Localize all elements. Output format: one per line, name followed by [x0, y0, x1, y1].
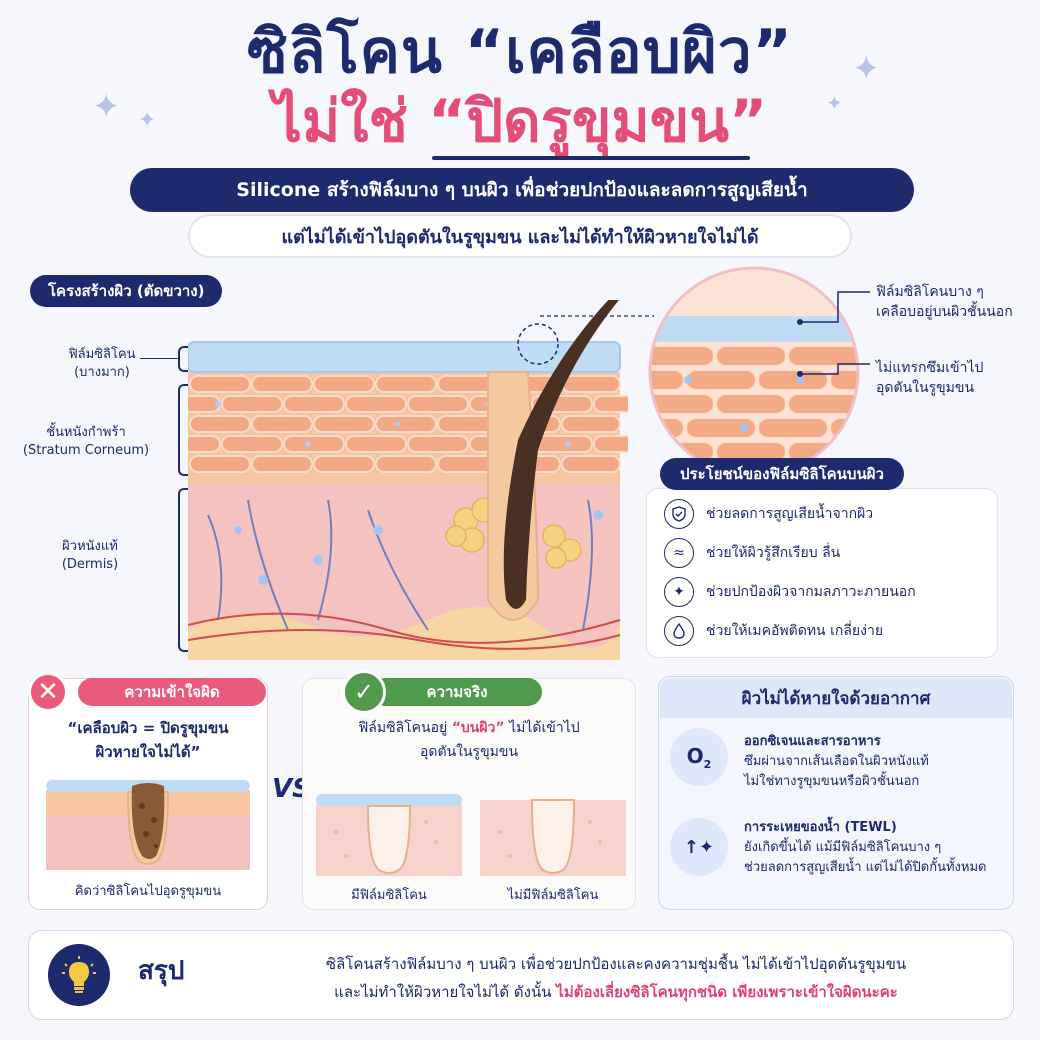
shield-icon — [664, 499, 694, 529]
zoom-circle-illustration — [648, 266, 860, 478]
benefit-item: ≈ ช่วยให้ผิวรู้สึกเรียบ ลื่น — [664, 537, 840, 569]
myth-caption: คิดว่าซิลิโคนไปอุดรูขุมขน — [74, 884, 222, 899]
breathing-item-tewl: การระเหยของน้ำ (TEWL) ยังเกิดขึ้นได้ แม้… — [744, 820, 987, 875]
summary-panel — [28, 930, 1014, 1020]
benefits-heading: ประโยชน์ของฟิล์มซิลิโคนบนผิว — [660, 458, 904, 490]
page-title: ซิลิโคน “เคลือบผิว” — [246, 17, 793, 87]
layer-label-epidermis: ชั้นหนังกำพร้า (Stratum Corneum) — [22, 425, 150, 458]
lightbulb-icon — [48, 944, 110, 1006]
layer-label-film: ฟิล์มซิลิโคน (บางมาก) — [68, 347, 136, 380]
brace-film — [178, 346, 188, 372]
sparkle-icon: ✦ — [826, 91, 843, 115]
sparkle-icon: ✦ — [92, 87, 121, 127]
zoom-connector — [540, 315, 654, 317]
page-title-line2: ไม่ใช่ “ปิดรูขุมขน” — [272, 87, 768, 155]
myth-badge: ความเข้าใจผิด — [78, 678, 266, 706]
sparkle-icon: ✦ — [138, 108, 157, 133]
callout-film: ฟิล์มซิลิโคนบาง ๆ เคลือบอยู่บนผิวชั้นนอก — [876, 284, 1013, 320]
layer-label-dermis: ผิวหนังแท้ (Dermis) — [61, 539, 119, 572]
brace-dermis — [178, 488, 188, 652]
brace-epidermis — [178, 384, 188, 476]
callout-leaders — [800, 291, 870, 375]
caption-without-film: ไม่มีฟิล์มซิลิโคน — [507, 888, 599, 903]
sparkle-icon: ✦ — [852, 49, 881, 89]
breathing-heading: ผิวไม่ได้หายใจด้วยอากาศ — [660, 678, 1012, 718]
sparkle-icon: ✦ — [664, 577, 694, 607]
close-icon: ✕ — [28, 672, 68, 712]
benefit-item: ช่วยลดการสูญเสียน้ำจากผิว — [664, 498, 873, 530]
benefits-panel — [646, 488, 998, 658]
title-underline — [432, 156, 750, 160]
skin-cross-section-illustration — [188, 300, 628, 660]
myth-quote: “เคลือบผิว = ปิดรูขุมขน ผิวหายใจไม่ได้” — [67, 719, 229, 761]
benefit-item: ✦ ช่วยปกป้องผิวจากมลภาวะภายนอก — [664, 576, 916, 608]
fact-badge: ความจริง — [372, 678, 542, 706]
breathing-item-oxygen: ออกซิเจนและสารอาหาร ซึมผ่านจากเส้นเลือดใ… — [744, 734, 929, 789]
evaporation-icon: ↑✦ — [670, 818, 728, 876]
benefit-item: ช่วยให้เมคอัพติดทน เกลี่ยง่าย — [664, 615, 883, 647]
drop-icon — [664, 616, 694, 646]
fact-text: ฟิล์มซิลิโคนอยู่ “บนผิว” ไม่ได้เข้าไป อุ… — [358, 720, 580, 760]
waves-icon: ≈ — [664, 538, 694, 568]
myth-illustration — [46, 780, 250, 870]
subtitle-secondary: แต่ไม่ได้เข้าไปอุดตันในรูขุมขน และไม่ได้… — [188, 214, 852, 258]
callout-no-clog: ไม่แทรกซึมเข้าไป อุดตันในรูขุมขน — [876, 360, 984, 396]
subtitle-main: Silicone สร้างฟิล์มบาง ๆ บนผิว เพื่อช่วย… — [130, 168, 914, 212]
structure-heading: โครงสร้างผิว (ตัดขวาง) — [30, 275, 223, 307]
summary-title: สรุป — [138, 956, 185, 986]
fact-illustration-with-film — [316, 794, 462, 876]
leader-line — [140, 358, 178, 359]
check-icon: ✓ — [342, 670, 386, 714]
oxygen-icon: O2 — [670, 728, 728, 786]
summary-text: ซิลิโคนสร้างฟิล์มบาง ๆ บนผิว เพื่อช่วยปก… — [325, 955, 907, 1001]
caption-with-film: มีฟิล์มซิลิโคน — [351, 888, 427, 903]
fact-illustration-without-film — [480, 799, 626, 876]
